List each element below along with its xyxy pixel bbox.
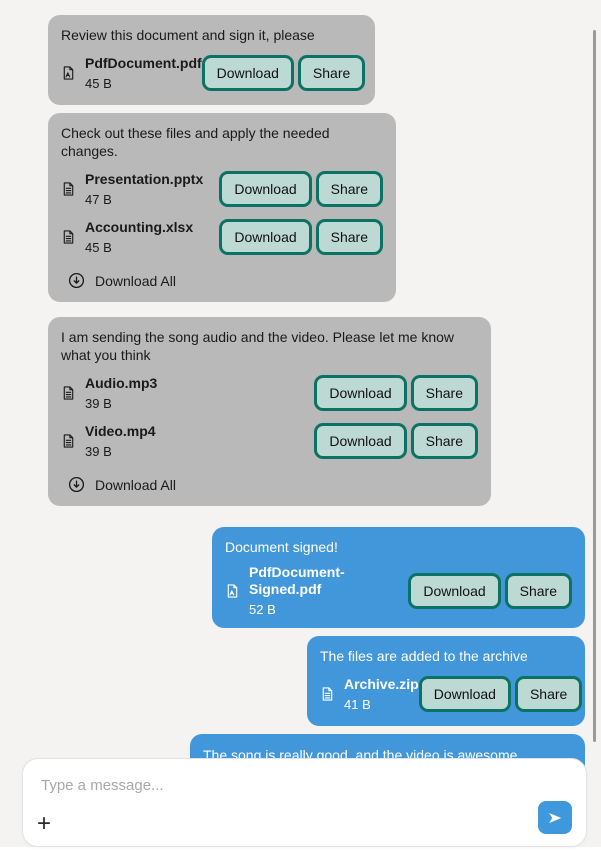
document-file-icon bbox=[320, 686, 335, 702]
file-size: 39 B bbox=[85, 396, 112, 411]
download-all-label: Download All bbox=[95, 272, 176, 289]
file-actions: Download Share bbox=[408, 572, 572, 609]
file-size: 45 B bbox=[85, 76, 112, 91]
message-text: Check out these files and apply the need… bbox=[61, 125, 330, 159]
document-file-icon bbox=[61, 433, 76, 449]
plus-icon: + bbox=[37, 810, 52, 837]
message-text: Document signed! bbox=[225, 539, 338, 555]
outgoing-message-bubble: The files are added to the archive Archi… bbox=[307, 636, 585, 726]
file-attachment-row: Video.mp4 39 B Download Share bbox=[61, 420, 478, 462]
download-button[interactable]: Download bbox=[201, 55, 294, 91]
file-size: 52 B bbox=[249, 602, 276, 617]
file-meta: PdfDocument.pdf 45 B bbox=[85, 55, 202, 91]
file-attachment-row: PdfDocument-Signed.pdf 52 B Download Sha… bbox=[225, 564, 572, 617]
download-all-button[interactable]: Download All bbox=[61, 272, 176, 289]
attach-button[interactable]: + bbox=[37, 810, 51, 838]
file-attachment-row: PdfDocument.pdf 45 B Download Share bbox=[61, 52, 366, 94]
download-button[interactable]: Download bbox=[408, 572, 501, 609]
download-button[interactable]: Download bbox=[314, 375, 407, 411]
incoming-message-bubble: I am sending the song audio and the vide… bbox=[48, 317, 491, 506]
pdf-file-icon bbox=[225, 583, 240, 599]
file-meta: Audio.mp3 39 B bbox=[85, 375, 157, 411]
file-meta: Accounting.xlsx 45 B bbox=[85, 219, 193, 255]
download-button[interactable]: Download bbox=[219, 171, 312, 207]
file-name: Presentation.pptx bbox=[85, 171, 204, 187]
file-attachment-row: Archive.zip 41 B Download Share bbox=[320, 673, 583, 715]
download-button[interactable]: Download bbox=[418, 676, 511, 712]
download-button[interactable]: Download bbox=[219, 219, 312, 255]
composer: + bbox=[22, 758, 587, 847]
file-size: 45 B bbox=[85, 240, 112, 255]
share-button[interactable]: Share bbox=[297, 55, 366, 91]
share-button[interactable]: Share bbox=[315, 219, 383, 255]
send-arrow-icon bbox=[546, 809, 564, 827]
file-actions: Download Share bbox=[201, 55, 366, 91]
file-meta: Video.mp4 39 B bbox=[85, 423, 156, 459]
download-button[interactable]: Download bbox=[314, 423, 407, 459]
file-actions: Download Share bbox=[418, 676, 583, 712]
circle-down-arrow-icon bbox=[68, 272, 85, 289]
document-file-icon bbox=[61, 385, 76, 401]
outgoing-message-bubble: Document signed! PdfDocument-Signed.pdf … bbox=[212, 527, 585, 628]
file-name: PdfDocument-Signed.pdf bbox=[249, 564, 345, 597]
file-actions: Download Share bbox=[314, 423, 478, 459]
message-text: The files are added to the archive bbox=[320, 648, 528, 664]
message-input[interactable] bbox=[23, 759, 586, 811]
message-text: I am sending the song audio and the vide… bbox=[61, 329, 455, 363]
circle-down-arrow-icon bbox=[68, 476, 85, 493]
file-name: Accounting.xlsx bbox=[85, 219, 194, 235]
file-size: 39 B bbox=[85, 444, 112, 459]
download-all-button[interactable]: Download All bbox=[61, 476, 176, 493]
file-actions: Download Share bbox=[314, 375, 478, 411]
share-button[interactable]: Share bbox=[410, 375, 478, 411]
incoming-message-bubble: Review this document and sign it, please… bbox=[48, 15, 375, 105]
file-meta: Archive.zip 41 B bbox=[344, 676, 419, 712]
message-text: Review this document and sign it, please bbox=[61, 27, 315, 43]
file-actions: Download Share bbox=[219, 219, 383, 255]
scrollbar[interactable] bbox=[593, 30, 596, 742]
share-button[interactable]: Share bbox=[504, 572, 572, 609]
document-file-icon bbox=[61, 229, 76, 245]
file-meta: Presentation.pptx 47 B bbox=[85, 171, 203, 207]
document-file-icon bbox=[61, 181, 76, 197]
send-button[interactable] bbox=[538, 801, 572, 834]
composer-background bbox=[0, 847, 601, 863]
file-name: Archive.zip bbox=[344, 676, 419, 692]
incoming-message-bubble: Check out these files and apply the need… bbox=[48, 113, 396, 302]
download-all-label: Download All bbox=[95, 476, 176, 493]
file-attachment-row: Accounting.xlsx 45 B Download Share bbox=[61, 216, 383, 258]
file-attachment-row: Presentation.pptx 47 B Download Share bbox=[61, 168, 383, 210]
file-actions: Download Share bbox=[219, 171, 383, 207]
file-size: 41 B bbox=[344, 697, 371, 712]
file-name: Audio.mp3 bbox=[85, 375, 158, 391]
pdf-file-icon bbox=[61, 65, 76, 81]
file-attachment-row: Audio.mp3 39 B Download Share bbox=[61, 372, 478, 414]
message-list: Review this document and sign it, please… bbox=[0, 15, 585, 794]
file-name: PdfDocument.pdf bbox=[85, 55, 202, 71]
share-button[interactable]: Share bbox=[514, 676, 583, 712]
file-name: Video.mp4 bbox=[85, 423, 156, 439]
file-meta: PdfDocument-Signed.pdf 52 B bbox=[249, 564, 408, 617]
file-size: 47 B bbox=[85, 192, 112, 207]
share-button[interactable]: Share bbox=[410, 423, 478, 459]
share-button[interactable]: Share bbox=[315, 171, 383, 207]
